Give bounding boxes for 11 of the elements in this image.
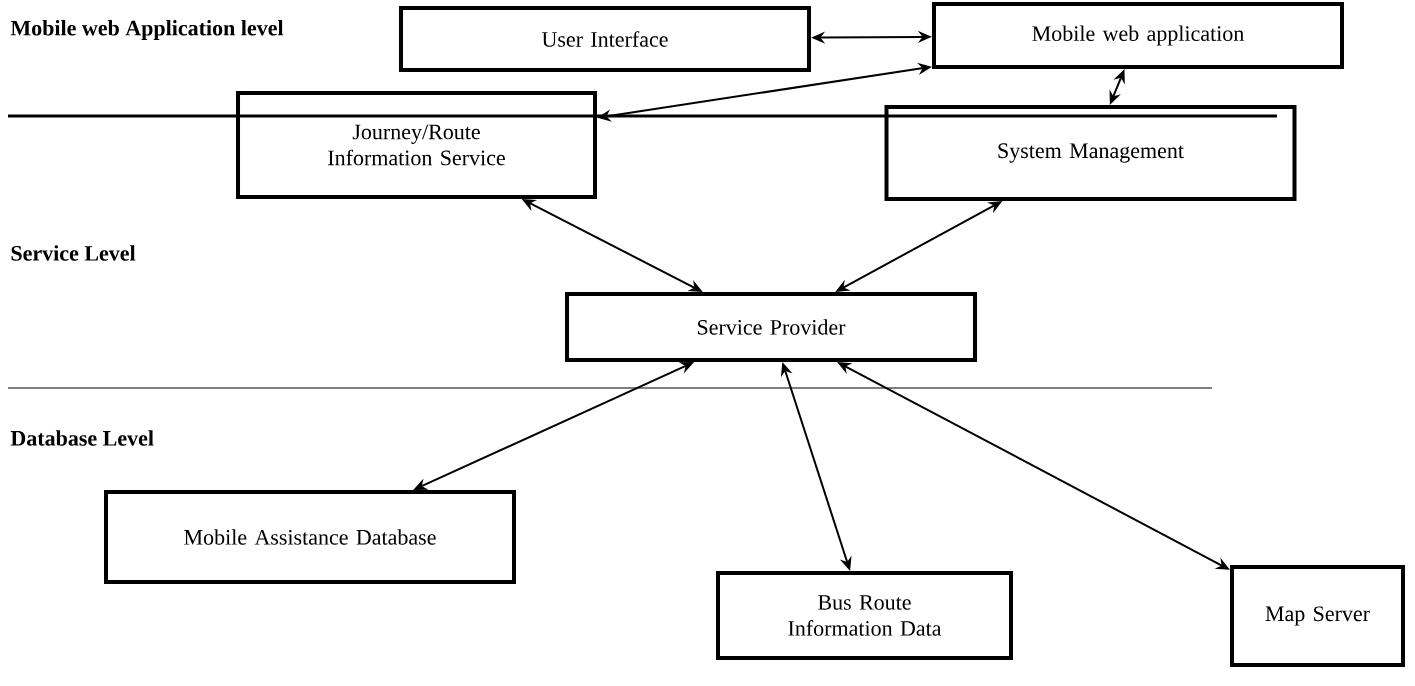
process-box: Mobile web application [932,2,1344,69]
process-box: Mobile Assistance Database [104,490,516,584]
level-label: Mobile web Application level [10,20,284,40]
process-box: Journey/Route Information Service [236,91,597,199]
level-label: Database Level [10,430,154,446]
process-box: Map Server [1230,565,1405,667]
level-label: Service Level [11,245,136,261]
process-box: System Management [884,105,1297,201]
process-box: Service Provider [565,292,977,362]
process-box: Bus Route Information Data [716,571,1013,660]
process-box: User Interface [399,6,811,72]
